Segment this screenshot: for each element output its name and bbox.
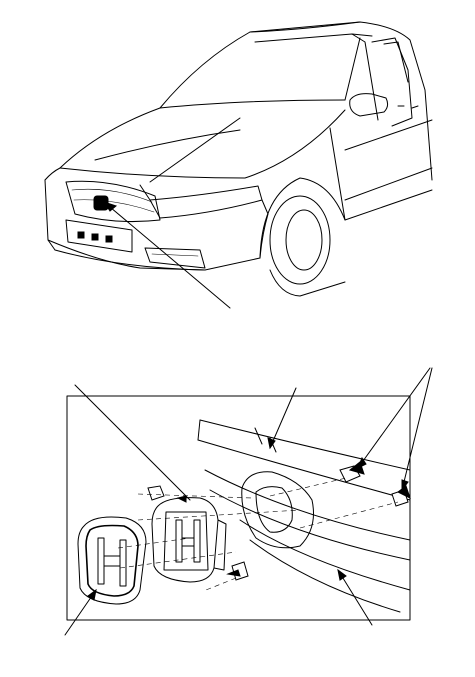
emblem-leader-line [103,201,231,309]
mounting-clip [147,485,249,581]
screw-lower [391,485,411,507]
leader-grille-panel [269,387,297,449]
grille-panel [197,419,411,613]
emblem-exploded-view-icon [64,367,433,636]
leader-screw-upper [357,367,431,469]
leader-screw-lower [401,367,433,491]
emblem-base [151,497,227,583]
leader-emblem-base [74,384,191,501]
car-front-three-quarter-icon [44,21,433,309]
front-emblem [77,516,147,605]
leader-grille-lower [337,569,373,626]
detail-frame [66,395,411,621]
